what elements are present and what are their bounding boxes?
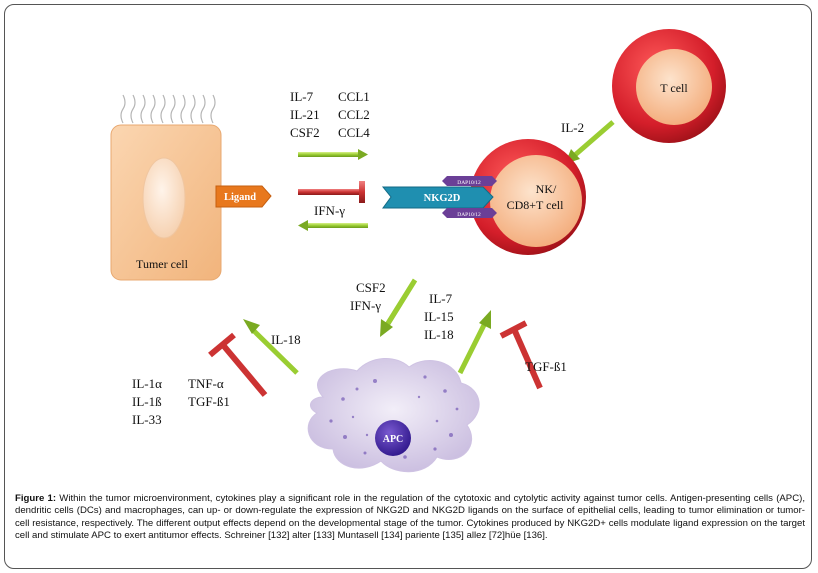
figure-caption: Figure 1: Within the tumor microenvironm…: [15, 493, 805, 543]
cytokine-tnfa: TNF-α: [188, 376, 224, 391]
t-cell: T cell: [612, 29, 726, 143]
cytokine-il7: IL-7: [290, 89, 314, 104]
nk-cell-label-line2: CD8+T cell: [507, 198, 565, 212]
nkg2d-label: NKG2D: [424, 193, 461, 204]
cytokine-ccl2: CCL2: [338, 107, 370, 122]
tumor-nucleus: [142, 157, 186, 239]
cytokine-il33: IL-33: [132, 412, 162, 427]
dap10-bottom-label: DAP10/12: [457, 212, 481, 218]
cytokine-list-nk-to-apc: CSF2 IFN-γ: [350, 280, 386, 313]
cytokine-ifng-nk-to-tumor: IFN-γ: [314, 203, 345, 218]
caption-text: Within the tumor microenvironment, cytok…: [15, 493, 805, 542]
cytokine-list-apc-to-nk: IL-7 IL-15 IL-18: [424, 291, 454, 342]
dap10-top-tag: [442, 176, 497, 186]
figure-frame: Tumer cell Ligand IL-7 CCL1 IL-21 CCL2 C…: [4, 4, 812, 569]
cytokine-il18-apc-to-tumor: IL-18: [271, 332, 301, 347]
activation-arrow-apc-to-nk: [457, 310, 491, 375]
cytokine-il15-apc: IL-15: [424, 309, 454, 324]
cytokine-il1b: IL-1ß: [132, 394, 162, 409]
tumor-microvilli: [120, 94, 216, 124]
tumor-cell: Tumer cell: [110, 94, 222, 281]
activation-arrow-apc-to-tumor: [243, 319, 299, 375]
apc-label: APC: [383, 434, 404, 445]
cytokine-il2: IL-2: [561, 120, 584, 135]
dap10-bottom-tag: [442, 208, 497, 218]
cytokine-tgfb1-tumor: TGF-ß1: [188, 394, 230, 409]
apc-body: [307, 357, 480, 473]
cytokine-list-tumor-to-apc: IL-1α TNF-α IL-1ß TGF-ß1 IL-33: [132, 376, 230, 427]
apc-cell: APC: [307, 357, 480, 473]
cytokine-ifng-nk: IFN-γ: [350, 298, 381, 313]
cytokine-il7-apc: IL-7: [429, 291, 453, 306]
activation-arrow-nk-to-apc: [380, 278, 418, 337]
nk-cell-label-line1: NK/: [536, 182, 557, 196]
cytokine-csf2-nk: CSF2: [356, 280, 386, 295]
caption-label: Figure 1:: [15, 493, 57, 504]
nkg2d-diagram: Tumer cell Ligand IL-7 CCL1 IL-21 CCL2 C…: [110, 29, 726, 473]
nkg2d-receptor: NKG2D DAP10/12 DAP10/12: [381, 176, 497, 218]
inhibition-arrow-apc-to-nk: [499, 320, 543, 390]
t-cell-label: T cell: [660, 81, 688, 95]
ligand-tag: Ligand: [215, 185, 272, 208]
cytokine-ccl1: CCL1: [338, 89, 370, 104]
activation-arrow-tumor-to-nk: [298, 149, 368, 160]
cytokine-csf2: CSF2: [290, 125, 320, 140]
apc-nucleus: [375, 420, 411, 456]
activation-arrow-nk-to-tumor: [298, 220, 368, 231]
nk-cell: NK/ CD8+T cell: [470, 139, 586, 255]
inhibition-arrow-tumor-to-apc: [208, 332, 268, 397]
cytokine-il18-apc: IL-18: [424, 327, 454, 342]
ligand-label: Ligand: [224, 192, 256, 203]
cytokine-ccl4: CCL4: [338, 125, 370, 140]
inhibition-arrow-tumor-to-nk: [298, 181, 365, 203]
cytokine-tgfb1-apc: TGF-ß1: [525, 359, 567, 374]
tumor-cell-label: Tumer cell: [136, 257, 189, 271]
cytokine-il1a: IL-1α: [132, 376, 162, 391]
apc-granules: [329, 375, 459, 459]
t-cell-inner: [636, 49, 712, 125]
nk-cell-inner: [490, 155, 582, 247]
dap10-top-label: DAP10/12: [457, 180, 481, 186]
cytokine-il21: IL-21: [290, 107, 320, 122]
cytokine-list-tumor-to-nk: IL-7 CCL1 IL-21 CCL2 CSF2 CCL4: [290, 89, 370, 140]
